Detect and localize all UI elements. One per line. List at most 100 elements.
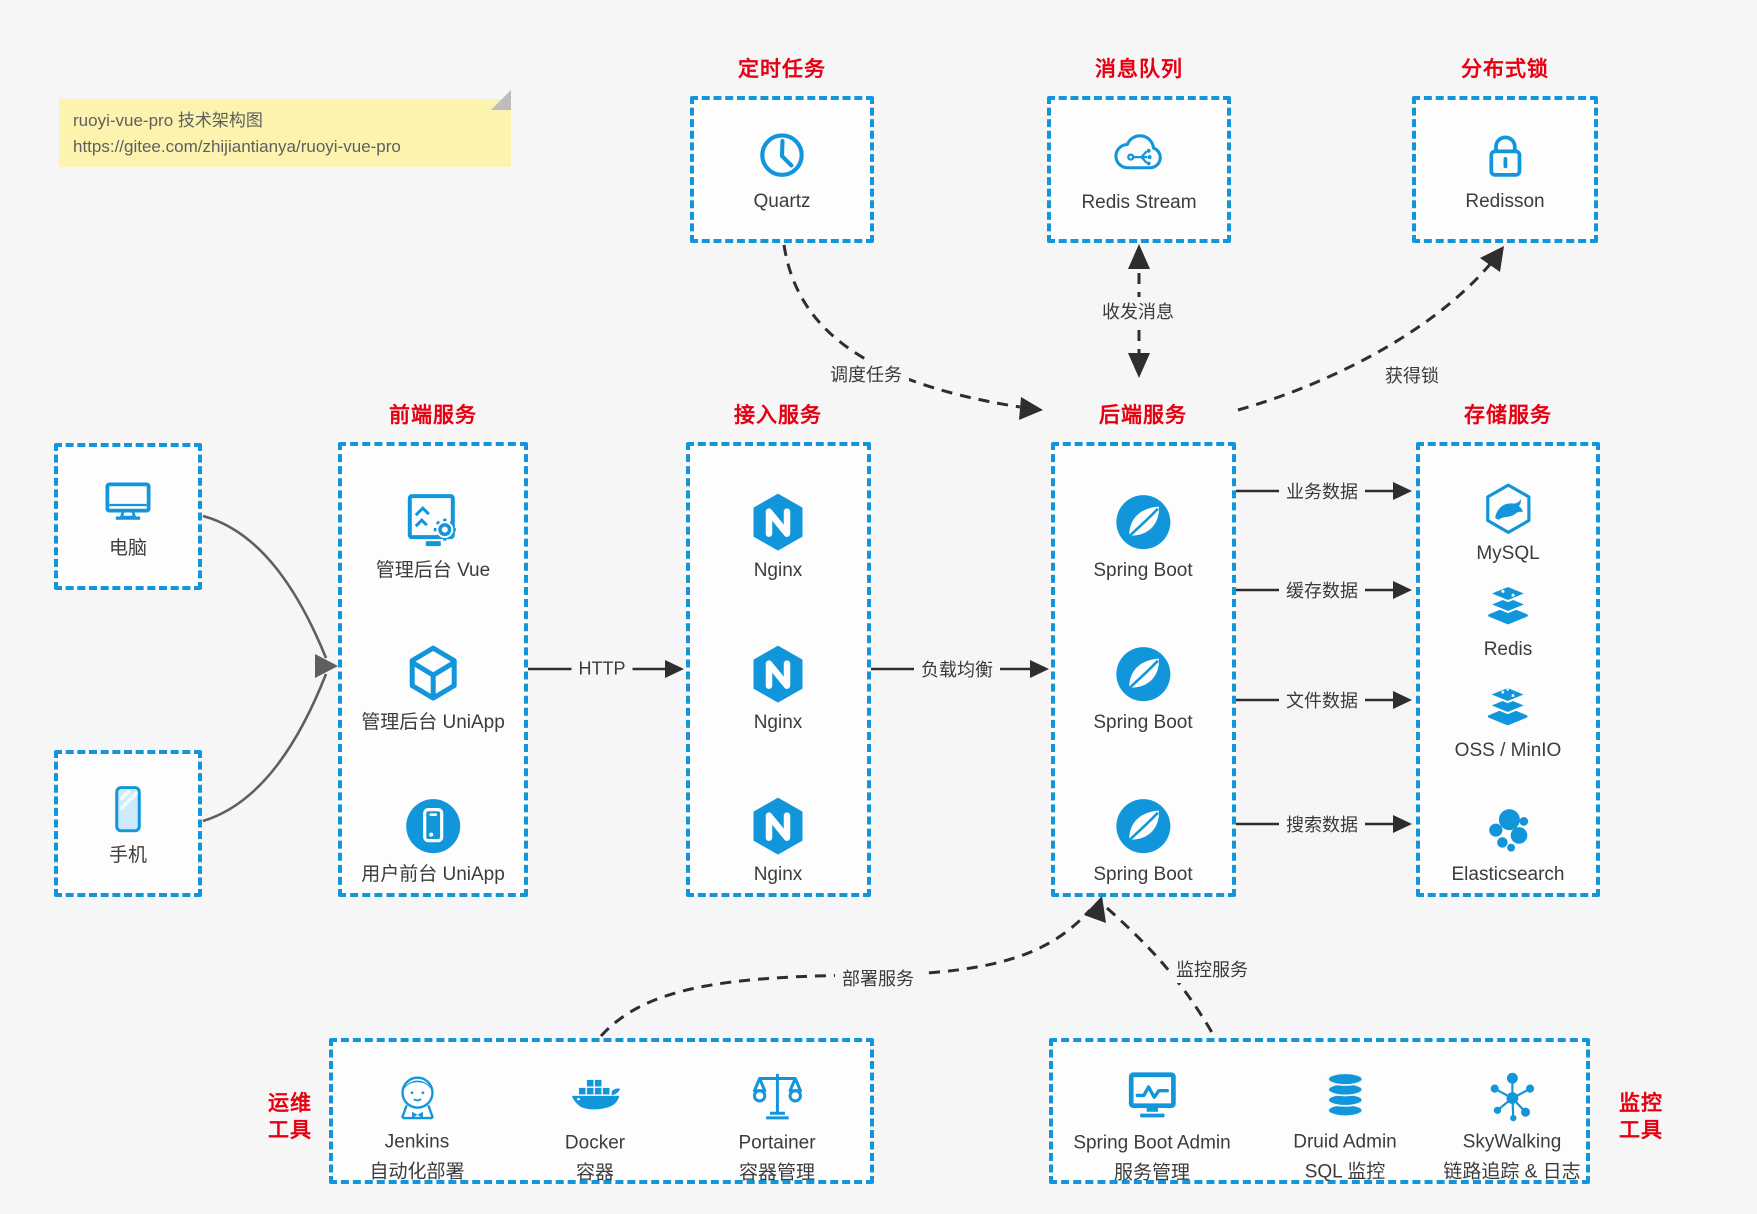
node-springboot-3: Spring Boot xyxy=(1093,794,1193,888)
node-desc: 链路追踪 & 日志 xyxy=(1443,1161,1581,1182)
nginx-icon xyxy=(746,490,810,554)
arrowhead-clients xyxy=(315,654,338,678)
desktop-icon xyxy=(98,472,158,532)
node-label: 电脑 xyxy=(108,538,147,560)
box-ops-tools xyxy=(329,1038,874,1184)
oss-icon xyxy=(1481,680,1535,734)
section-title-distributed-lock: 分布式锁 xyxy=(1461,58,1549,81)
nginx-icon xyxy=(746,794,810,858)
node-label: 管理后台 UniApp xyxy=(361,712,505,734)
node-nginx-3: Nginx xyxy=(746,794,810,888)
box-monitoring-tools xyxy=(1049,1038,1590,1184)
edge-label-schedule-task: 调度任务 xyxy=(823,360,909,388)
node-label: OSS / MinIO xyxy=(1454,740,1562,762)
node-label: Nginx xyxy=(753,712,803,734)
column-title-frontend: 前端服务 xyxy=(389,404,477,427)
node-redis: Redis xyxy=(1481,579,1535,663)
section-title-message-queue: 消息队列 xyxy=(1095,58,1183,81)
node-quartz: Quartz xyxy=(752,125,812,215)
edge-label-load-balance: 负载均衡 xyxy=(914,655,1000,683)
group-title-ops-line1: 运维 xyxy=(268,1092,312,1115)
jenkins-icon xyxy=(388,1067,446,1125)
node-label: Nginx xyxy=(753,864,803,886)
node-label: Elasticsearch xyxy=(1451,864,1565,886)
phone-app-icon xyxy=(401,794,465,858)
node-desc: 容器管理 xyxy=(738,1162,816,1183)
uniapp-cube-icon xyxy=(401,642,465,706)
arrowhead-search-data xyxy=(1393,815,1412,833)
nginx-icon xyxy=(746,642,810,706)
note-title: ruoyi-vue-pro 技术架构图 xyxy=(73,111,263,130)
edge-phone-to-frontend xyxy=(202,673,328,823)
node-portainer: Portainer 容器管理 xyxy=(738,1066,816,1185)
arrowhead-business-data xyxy=(1393,482,1412,500)
portainer-icon xyxy=(747,1066,807,1126)
node-name: Portainer xyxy=(738,1132,816,1154)
node-label: 手机 xyxy=(108,845,147,867)
column-title-backend: 后端服务 xyxy=(1099,404,1187,427)
node-druid-admin: Druid Admin SQL 监控 xyxy=(1293,1067,1397,1184)
edge-label-search-data: 搜索数据 xyxy=(1279,810,1365,838)
arrowhead-message-up xyxy=(1128,244,1150,269)
column-title-gateway: 接入服务 xyxy=(734,404,822,427)
node-label: Redis Stream xyxy=(1081,192,1197,214)
sticky-note: ruoyi-vue-pro 技术架构图 https://gitee.com/zh… xyxy=(59,90,511,167)
node-phone: 手机 xyxy=(98,779,158,869)
edge-label-cache-data: 缓存数据 xyxy=(1279,576,1365,604)
arrowhead-file-data xyxy=(1393,691,1412,709)
node-name: Spring Boot Admin xyxy=(1073,1132,1231,1154)
node-springboot-2: Spring Boot xyxy=(1093,642,1193,736)
group-title-monitoring-line2: 工具 xyxy=(1619,1119,1663,1142)
edge-pc-to-frontend xyxy=(202,514,328,659)
node-elasticsearch: Elasticsearch xyxy=(1452,802,1565,888)
edge-label-monitor-service: 监控服务 xyxy=(1169,955,1255,983)
node-admin-uniapp: 管理后台 UniApp xyxy=(361,642,505,736)
box-message-queue xyxy=(1047,96,1231,243)
group-title-monitoring-line1: 监控 xyxy=(1619,1092,1663,1115)
edge-label-business-data: 业务数据 xyxy=(1279,477,1365,505)
redis-icon xyxy=(1481,579,1535,633)
edge-label-file-data: 文件数据 xyxy=(1279,686,1365,714)
smartphone-icon xyxy=(98,779,158,839)
arrowhead-acquire-lock xyxy=(1480,246,1504,272)
arrowhead-deploy-monitor xyxy=(1084,896,1106,923)
arrowhead-http xyxy=(665,660,684,678)
node-spring-boot-admin: Spring Boot Admin 服务管理 xyxy=(1073,1066,1231,1185)
node-desc: SQL 监控 xyxy=(1304,1161,1386,1182)
node-oss-minio: OSS / MinIO xyxy=(1454,680,1562,764)
node-label: Quartz xyxy=(753,191,811,213)
edge-label-acquire-lock: 获得锁 xyxy=(1378,361,1446,389)
node-user-uniapp: 用户前台 UniApp xyxy=(361,794,505,888)
node-desc: 容器 xyxy=(575,1162,614,1183)
node-pc: 电脑 xyxy=(98,472,158,562)
node-label: Spring Boot xyxy=(1093,864,1193,886)
node-label: Spring Boot xyxy=(1093,712,1193,734)
node-jenkins: Jenkins 自动化部署 xyxy=(369,1067,465,1184)
node-skywalking: SkyWalking 链路追踪 & 日志 xyxy=(1443,1067,1581,1184)
node-springboot-1: Spring Boot xyxy=(1093,490,1193,584)
arrowhead-schedule-task xyxy=(1019,397,1043,420)
admin-vue-icon xyxy=(401,490,465,554)
group-title-ops-line2: 工具 xyxy=(268,1119,312,1142)
edge-label-http: HTTP xyxy=(571,657,633,681)
node-mysql: MySQL xyxy=(1476,481,1540,567)
docker-icon xyxy=(565,1066,625,1126)
elasticsearch-icon xyxy=(1480,802,1536,858)
arrowhead-cache-data xyxy=(1393,581,1412,599)
druid-icon xyxy=(1316,1067,1374,1125)
edge-label-deploy-service: 部署服务 xyxy=(835,964,921,992)
node-nginx-1: Nginx xyxy=(746,490,810,584)
node-redisson: Redisson xyxy=(1465,125,1545,215)
node-label: Redis xyxy=(1483,639,1533,661)
node-name: SkyWalking xyxy=(1462,1131,1562,1153)
skywalking-icon xyxy=(1483,1067,1541,1125)
spring-boot-icon xyxy=(1111,794,1175,858)
node-docker: Docker 容器 xyxy=(565,1066,625,1185)
node-admin-vue: 管理后台 Vue xyxy=(376,490,490,584)
edge-label-send-receive-message: 收发消息 xyxy=(1095,297,1181,325)
node-label: Spring Boot xyxy=(1093,560,1193,582)
clock-icon xyxy=(752,125,812,185)
spring-boot-icon xyxy=(1111,642,1175,706)
node-name: Druid Admin xyxy=(1293,1131,1397,1153)
node-desc: 服务管理 xyxy=(1113,1162,1190,1183)
